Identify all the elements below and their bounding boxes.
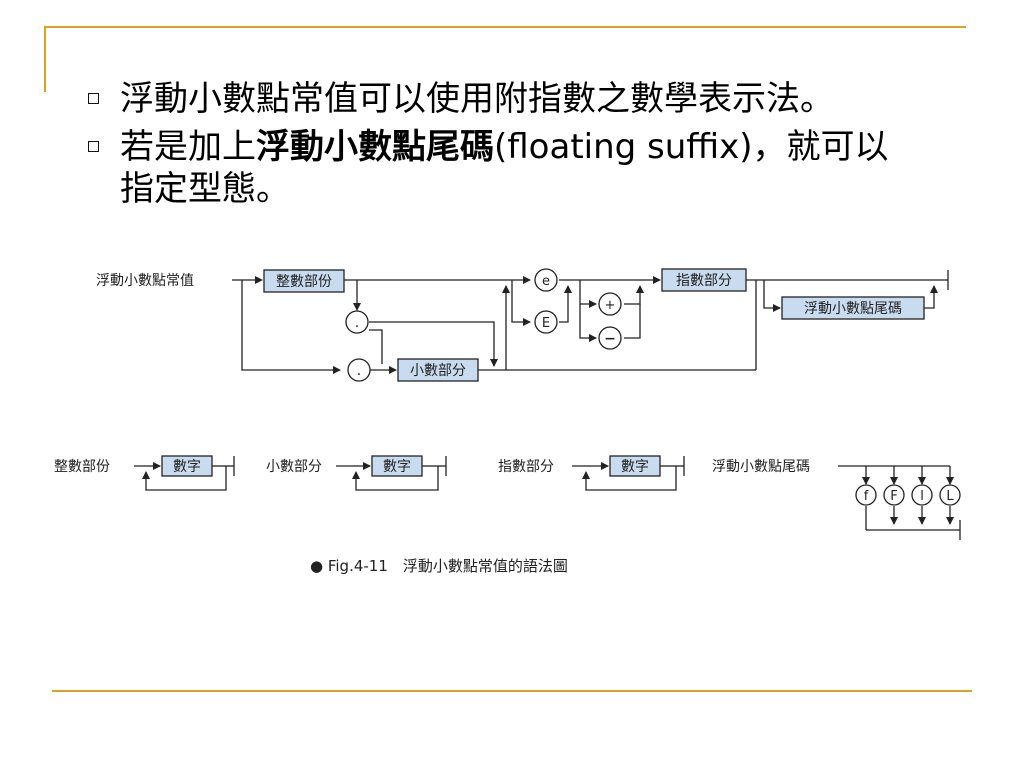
suffix-option-label: l xyxy=(920,489,924,504)
sub-label-integer: 整數部份 xyxy=(54,459,110,475)
bullet-text-pre: 若是加上 xyxy=(120,127,256,167)
e-lower-node: e xyxy=(534,268,558,292)
suffix-option-label: L xyxy=(946,489,954,504)
suffix-option-F: F xyxy=(883,484,905,506)
digit-label-2: 數字 xyxy=(383,459,411,475)
integer-part-box: 整數部份 xyxy=(263,269,345,293)
square-bullet-icon xyxy=(88,93,99,104)
square-bullet-icon xyxy=(88,141,99,152)
dot-node-2: . xyxy=(347,358,371,382)
bullet-item-1: 浮動小數點常值可以使用附指數之數學表示法。 xyxy=(84,78,984,120)
suffix-option-f: f xyxy=(855,484,877,506)
e-upper-label: E xyxy=(542,316,550,331)
suffix-label: 浮動小數點尾碼 xyxy=(804,301,902,317)
fraction-part-box: 小數部分 xyxy=(397,358,479,382)
digit-label-3: 數字 xyxy=(621,459,649,475)
minus-node: − xyxy=(598,326,622,350)
plus-label: + xyxy=(605,298,616,313)
dot-label-1: . xyxy=(355,315,359,331)
dot-node-1: . xyxy=(345,310,369,334)
digit-box-2: 數字 xyxy=(371,455,423,477)
dot-label-2: . xyxy=(357,363,361,379)
bullet-text-post: (floating suffix)，就可以 xyxy=(494,127,889,167)
e-upper-node: E xyxy=(534,310,558,334)
suffix-option-L: L xyxy=(939,484,961,506)
exponent-part-label: 指數部分 xyxy=(676,273,732,289)
suffix-box: 浮動小數點尾碼 xyxy=(781,296,925,320)
suffix-option-l: l xyxy=(911,484,933,506)
bullet-list: 浮動小數點常值可以使用附指數之數學表示法。 若是加上浮動小數點尾碼(floati… xyxy=(84,78,984,216)
suffix-option-label: f xyxy=(864,489,869,504)
bullet-text: 浮動小數點常值可以使用附指數之數學表示法。 xyxy=(120,79,834,119)
bullet-text-line2: 指定型態。 xyxy=(120,169,290,209)
minus-label: − xyxy=(604,331,616,347)
digit-box-3: 數字 xyxy=(609,455,661,477)
exponent-part-box: 指數部分 xyxy=(661,268,747,292)
e-lower-label: e xyxy=(542,274,550,289)
top-rule xyxy=(44,26,966,28)
bullet-item-2: 若是加上浮動小數點尾碼(floating suffix)，就可以 指定型態。 xyxy=(84,126,984,210)
digit-label-1: 數字 xyxy=(173,459,201,475)
plus-node: + xyxy=(598,292,622,316)
fraction-part-label: 小數部分 xyxy=(410,363,466,379)
suffix-option-label: F xyxy=(890,489,897,504)
digit-box-1: 數字 xyxy=(161,455,213,477)
figure-caption: ● Fig.4-11 浮動小數點常值的語法圖 xyxy=(310,557,568,575)
sub-label-fraction: 小數部分 xyxy=(266,459,322,475)
sub-label-exponent: 指數部分 xyxy=(498,459,554,475)
start-label: 浮動小數點常值 xyxy=(96,273,194,289)
integer-part-label: 整數部份 xyxy=(276,274,332,290)
sub-label-suffix: 浮動小數點尾碼 xyxy=(712,459,810,475)
left-rule xyxy=(44,26,46,92)
bullet-text-bold: 浮動小數點尾碼 xyxy=(256,127,494,167)
bottom-rule xyxy=(52,690,972,692)
